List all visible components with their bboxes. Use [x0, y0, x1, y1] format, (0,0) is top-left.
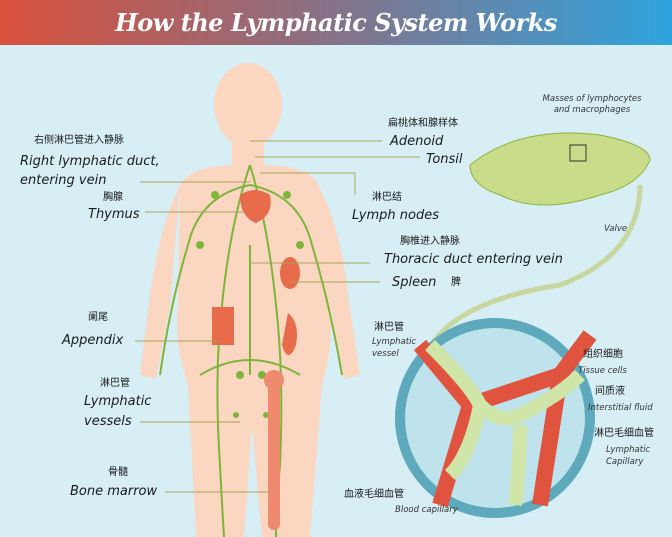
tonsil-label: Tonsil: [426, 152, 463, 167]
spleen-label-zh: 脾: [451, 277, 461, 288]
right-duct-label-zh: 右侧淋巴管进入静脉: [34, 135, 124, 146]
marrow-label: Bone marrow: [70, 484, 158, 499]
appendix-label-zh: 阑尾: [88, 312, 108, 323]
vessels-label-zh: 淋巴管: [100, 378, 130, 389]
marrow-label-zh: 骨髓: [108, 467, 128, 478]
header-banner: How the Lymphatic System Works: [0, 0, 672, 45]
lymph-nodes: [196, 191, 304, 418]
vessels-label-2: vessels: [84, 414, 132, 429]
thoracic-label: Thoracic duct entering vein: [384, 252, 563, 267]
valve-label: Valve: [604, 224, 628, 234]
tissue-detail: [395, 318, 597, 518]
masses-label: Masses of lymphocytes and macrophages: [532, 94, 652, 116]
thymus-label: Thymus: [88, 207, 140, 222]
masses-line2: and macrophages: [553, 105, 631, 115]
thoracic-label-zh: 胸椎进入静脉: [400, 236, 460, 247]
spleen-label: Spleen: [392, 275, 437, 290]
bone: [268, 380, 280, 530]
kidney: [282, 313, 297, 355]
right-duct-label: Right lymphatic duct,: [20, 154, 160, 169]
lymph-cap-label-zh: 淋巴毛细血管: [594, 428, 654, 439]
interstitial-label: Interstitial fluid: [588, 403, 653, 413]
lymph-vessel-label: Lymphatic: [372, 337, 417, 347]
thymus-label-zh: 胸腺: [103, 192, 123, 203]
lymph-vessel-label-zh: 淋巴管: [374, 322, 404, 333]
lymph-cap-label-2: Capillary: [606, 457, 644, 467]
thymus: [240, 190, 271, 223]
adenoid-label: Adenoid: [390, 134, 444, 149]
nodes-label-zh: 淋巴结: [372, 192, 402, 203]
lymph-cap-label: Lymphatic: [606, 445, 651, 455]
lymphatic-illustration: [135, 63, 651, 537]
tissue-cells-label-zh: 组织细胞: [583, 349, 623, 360]
right-duct-label-2: entering vein: [20, 173, 107, 188]
interstitial-label-zh: 间质液: [595, 386, 625, 397]
adenoid-label-zh: 扁桃体和腺样体: [388, 118, 458, 129]
intestine: [212, 307, 234, 345]
lymph-vessel-label-2: vessel: [372, 349, 399, 359]
tissue-cells-label: Tissue cells: [578, 366, 627, 376]
nodes-label: Lymph nodes: [352, 208, 439, 223]
spleen: [280, 257, 300, 289]
blood-cap-label-zh: 血液毛细血管: [344, 489, 404, 500]
blood-cap-label: Blood capillary: [395, 505, 458, 515]
masses-line1: Masses of lymphocytes: [542, 94, 642, 104]
appendix-label: Appendix: [62, 333, 124, 348]
vessels-label: Lymphatic: [84, 394, 152, 409]
page-title: How the Lymphatic System Works: [115, 8, 557, 37]
